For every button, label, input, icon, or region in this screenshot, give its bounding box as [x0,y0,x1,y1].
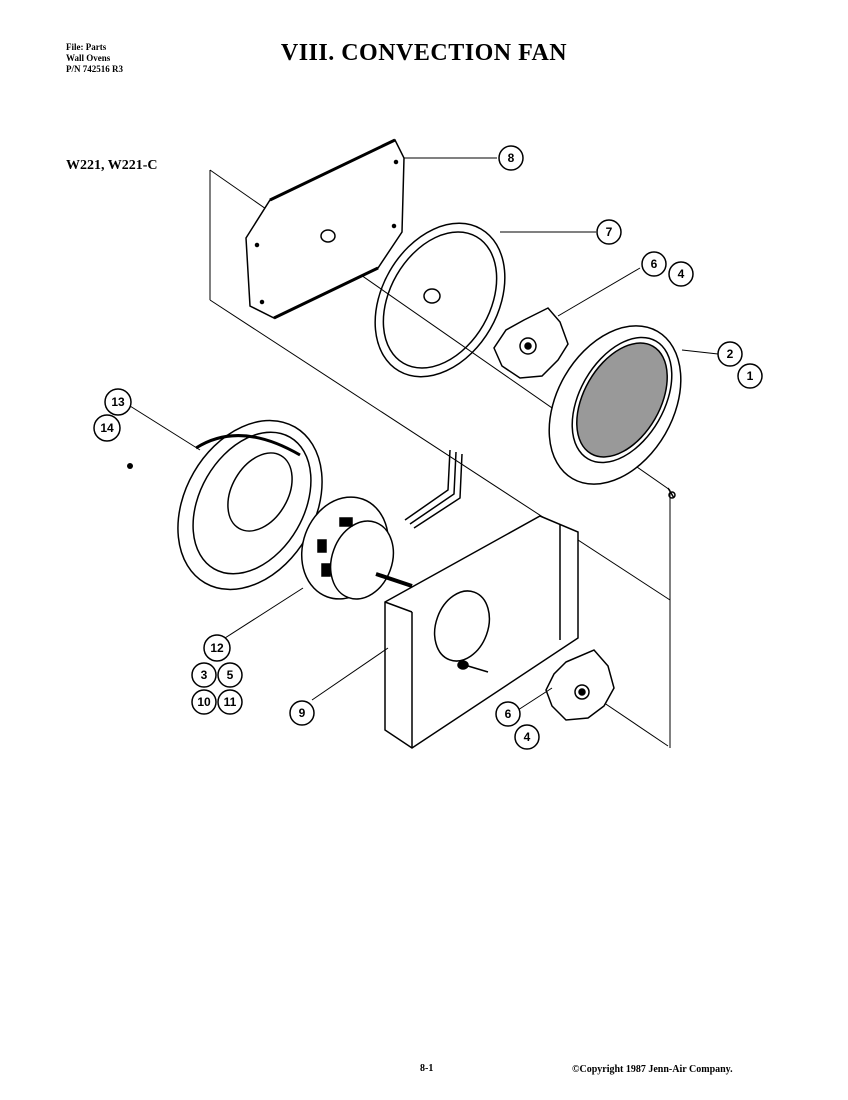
callout-12-label: 12 [210,641,224,655]
callout-6-lower: 6 [495,701,521,727]
callout-3: 3 [191,662,217,688]
callout-6-upper-label: 6 [651,257,658,271]
callout-2: 2 [717,341,743,367]
mounting-bracket-part [384,515,579,749]
callout-8-label: 8 [508,151,515,165]
leader-lines [129,157,719,711]
copyright-notice: ©Copyright 1987 Jenn-Air Company. [572,1064,733,1075]
callout-7-label: 7 [606,225,613,239]
callout-9-label: 9 [299,706,306,720]
back-panel-part [245,138,405,320]
callout-10: 10 [191,689,217,715]
callout-4-lower: 4 [514,724,540,750]
callout-3-label: 3 [201,668,208,682]
grille-part [548,325,682,499]
callout-1-label: 1 [747,369,754,383]
callout-7: 7 [596,219,622,245]
gasket-ring-part [374,222,506,378]
callout-4-upper-label: 4 [678,267,685,281]
callout-4-upper: 4 [668,261,694,287]
page-number: 8-1 [420,1063,434,1074]
file-info-line-3: P/N 742516 R3 [66,64,123,74]
callout-11-label: 11 [224,695,237,709]
page-title: VIII. CONVECTION FAN [280,40,568,66]
file-info-line-2: Wall Ovens [66,53,111,63]
callout-5: 5 [217,662,243,688]
callout-6-lower-label: 6 [505,707,512,721]
callout-8: 8 [498,145,524,171]
screw-part [127,463,133,469]
callout-9: 9 [289,700,315,726]
model-label: W221, W221-C [66,158,158,173]
motor-part [300,449,463,600]
callout-11: 11 [217,689,243,715]
callout-12: 12 [203,634,231,662]
callout-6-upper: 6 [641,251,667,277]
lower-fan-blade-part [545,649,615,721]
callout-1: 1 [737,363,763,389]
callout-14-label: 14 [100,421,114,435]
callout-13-label: 13 [111,395,125,409]
upper-fan-blade-part [493,307,569,379]
file-info: File: Parts Wall Ovens P/N 742516 R3 [66,42,123,75]
file-info-line-1: File: Parts [66,42,107,52]
callout-14: 14 [93,414,121,442]
callout-2-label: 2 [727,347,734,361]
callout-13: 13 [104,388,132,416]
callout-4-lower-label: 4 [524,730,531,744]
callout-5-label: 5 [227,668,234,682]
callout-10-label: 10 [197,695,211,709]
